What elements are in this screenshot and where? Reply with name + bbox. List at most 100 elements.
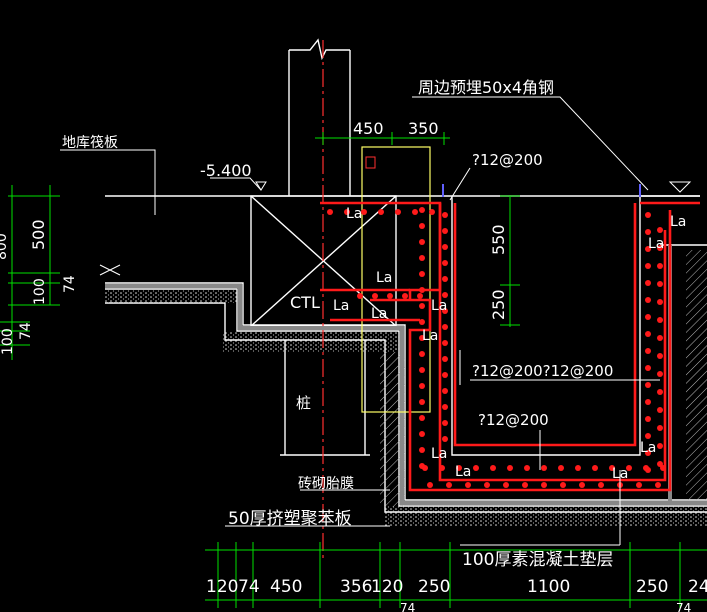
angle-steel-markers <box>442 184 641 197</box>
rebar-dot <box>427 482 433 488</box>
rebar-dot <box>372 293 378 299</box>
rebar-dot <box>558 465 564 471</box>
dim-top-1: 450 <box>353 119 384 138</box>
rebar-dot <box>442 340 448 346</box>
rebar-dot <box>442 308 448 314</box>
dim-bottom-texts: 120 74 450 356 120 250 1100 250 24 74 74 <box>206 577 707 612</box>
la-label: La <box>346 206 362 222</box>
rebar-dot <box>378 209 384 215</box>
dim-left-1: 500 <box>29 219 48 250</box>
dim-bottom-text: 250 <box>636 577 668 597</box>
label-raft: 地库筏板 <box>62 134 118 151</box>
dim-bottom-under: 74 <box>400 601 415 612</box>
rebar-dot <box>442 420 448 426</box>
rebar-dot <box>395 209 401 215</box>
rebar-dot <box>419 223 425 229</box>
rebar-dot <box>645 450 651 456</box>
rebar-dot <box>442 276 448 282</box>
rebar-dot <box>417 293 423 299</box>
elevation-marker-right <box>668 181 692 193</box>
rebar-dot <box>645 229 651 235</box>
rebar-dots <box>327 207 666 488</box>
rebar-dot <box>645 331 651 337</box>
rebar-dot <box>442 388 448 394</box>
rebar-dot <box>522 482 528 488</box>
rebar-dot <box>419 367 425 373</box>
la-label: La <box>670 214 686 230</box>
rebar-dot <box>419 447 425 453</box>
rebar-dot <box>419 207 425 213</box>
rebar-dot <box>419 399 425 405</box>
elevation-marker <box>255 181 267 191</box>
la-label: La <box>648 236 664 252</box>
rebar-dot <box>387 293 393 299</box>
rebar-dot <box>657 443 663 449</box>
rebar-dot <box>442 436 448 442</box>
rebar-dot <box>419 335 425 341</box>
dim-bottom-text: 250 <box>418 577 450 597</box>
rebar-dot <box>442 404 448 410</box>
rebar-dot <box>541 482 547 488</box>
label-ctl: CTL <box>290 293 320 312</box>
dim-left-5: 100 <box>0 328 16 355</box>
la-label: La <box>422 328 438 344</box>
rebar-dot <box>419 383 425 389</box>
rebar-dot <box>657 425 663 431</box>
rebar-dot <box>645 212 651 218</box>
rebar-dot <box>419 303 425 309</box>
rebar-dot <box>598 482 604 488</box>
rebar-lines <box>320 201 700 492</box>
marker-square <box>365 156 376 169</box>
rebar-dot <box>419 255 425 261</box>
rebar-dot <box>419 351 425 357</box>
dim-left-6: 800 <box>0 233 10 260</box>
label-rebar-bottom: ?12@200 <box>478 411 549 429</box>
rebar-dot <box>473 465 479 471</box>
dim-right-2: 250 <box>489 289 508 320</box>
rebar-dot <box>357 293 363 299</box>
dim-left-4: 74 <box>18 322 34 340</box>
la-label: La <box>333 298 349 314</box>
rebar-dot <box>456 465 462 471</box>
rebar-dot <box>657 461 663 467</box>
label-cushion: 100厚素混凝土垫层 <box>462 550 613 570</box>
rebar-dot <box>657 407 663 413</box>
label-rebar-mid: ?12@200?12@200 <box>472 362 613 380</box>
label-rebar-top: ?12@200 <box>472 151 543 169</box>
rebar-dot <box>442 356 448 362</box>
dimension-ticks <box>217 542 681 608</box>
hatch-bands <box>105 250 707 526</box>
rebar-dot <box>361 209 367 215</box>
dim-top-2: 350 <box>408 119 439 138</box>
label-pile: 桩 <box>296 394 311 412</box>
rebar-dot <box>442 324 448 330</box>
dimension-lines <box>0 132 707 601</box>
rebar-dot <box>442 372 448 378</box>
rebar-dot <box>412 209 418 215</box>
la-label: La <box>431 446 447 462</box>
rebar-dot <box>442 228 448 234</box>
la-label: La <box>612 466 628 482</box>
rebar-dot <box>657 263 663 269</box>
rebar-dot <box>657 389 663 395</box>
rebar-dot <box>327 209 333 215</box>
rebar-dot <box>560 482 566 488</box>
label-polystyrene: 50厚挤塑聚苯板 <box>228 509 352 529</box>
rebar-dot <box>446 482 452 488</box>
rebar-dot <box>484 482 490 488</box>
rebar-dot <box>645 246 651 252</box>
rebar-dot <box>442 212 448 218</box>
rebar-dot <box>442 260 448 266</box>
rebar-dot <box>419 319 425 325</box>
rebar-dot <box>507 465 513 471</box>
rebar-dot <box>645 297 651 303</box>
label-angle-steel: 周边预埋50x4角钢 <box>418 78 554 97</box>
dim-right-1: 550 <box>489 224 508 255</box>
dim-left-3: 74 <box>62 275 78 293</box>
rebar-dot <box>657 317 663 323</box>
rebar-dot <box>657 353 663 359</box>
rebar-dot <box>402 293 408 299</box>
rebar-dot <box>645 399 651 405</box>
rebar-dot <box>657 299 663 305</box>
